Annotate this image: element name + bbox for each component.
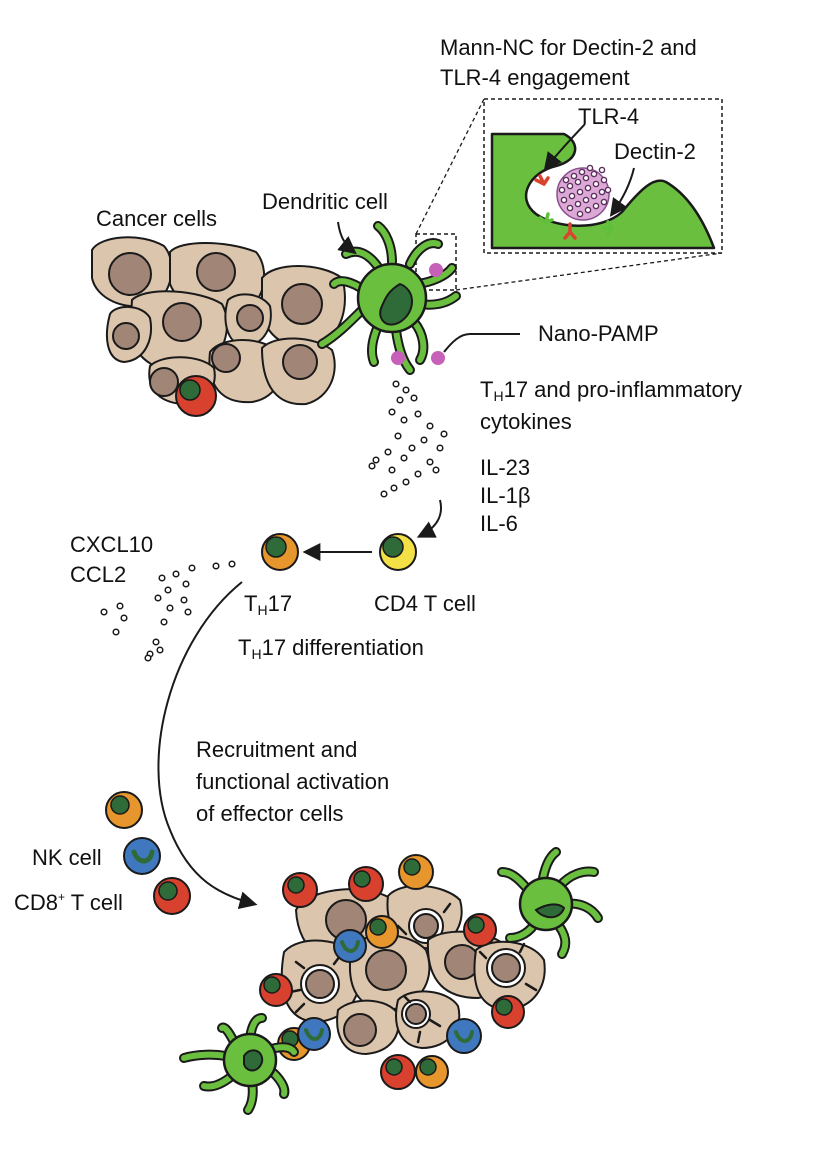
nano-pamp-leader-line: [443, 333, 520, 353]
cancer-cell-nucleus: [282, 344, 318, 380]
cd4-t-cell: [379, 533, 417, 571]
mann-nc-inset: [483, 98, 723, 254]
label-th17-cytokines-line2: cytokines: [480, 409, 572, 434]
inset-frame: [483, 98, 723, 254]
infiltrated-tumor-cluster: [280, 884, 546, 1056]
cancer-cell-nucleus: [211, 343, 241, 373]
cancer-cell-nucleus: [236, 304, 264, 332]
dectin2-pointer-arrow: [609, 167, 635, 217]
cancer-cell-nucleus: [149, 367, 179, 397]
dectin2-receptor-right: [602, 220, 614, 236]
label-nano-pamp: Nano-PAMP: [538, 321, 659, 346]
label-th17-differentiation: TH17 differentiation: [238, 635, 424, 662]
label-th17-cell: TH17: [244, 591, 293, 618]
label-tlr4: TLR-4: [578, 104, 640, 129]
legend-cd8-cell: [153, 877, 191, 915]
dectin2-receptor-left: [538, 212, 554, 224]
label-dectin2: Dectin-2: [614, 139, 696, 164]
label-cancer-cells: Cancer cells: [96, 206, 218, 231]
dendritic-cell-left: [179, 1013, 299, 1115]
legend-nk-cell: [123, 837, 161, 875]
cancer-cell-nucleus: [281, 283, 323, 325]
chemokine-dots: [100, 560, 236, 662]
label-ccl2: CCL2: [70, 562, 127, 587]
th17-cell-subscript: H: [257, 602, 268, 618]
cytokine-dots: [368, 380, 448, 498]
label-il6: IL-6: [480, 511, 518, 536]
nano-pamp-particle: [431, 351, 445, 365]
label-il1b: IL-1β: [480, 483, 531, 508]
label-mann-nc-line1: Mann-NC for Dectin-2 and: [440, 35, 697, 60]
cancer-cell-cluster: [91, 236, 346, 406]
cancer-cell-nucleus: [196, 252, 236, 292]
cd8-superscript: +: [58, 890, 66, 904]
tlr4-receptor-left: [534, 174, 550, 186]
th17-cell: [261, 533, 299, 571]
th17-diff-text: 17 differentiation: [261, 635, 424, 660]
label-nk-cell: NK cell: [32, 845, 102, 870]
cancer-cell-nucleus: [108, 252, 152, 296]
cd8-t-cell-near-tumor: [175, 375, 217, 417]
nano-pamp-particle: [429, 263, 443, 277]
cd8-text: CD8: [14, 890, 59, 915]
cancer-cell-nucleus: [112, 322, 140, 350]
zoom-connector-top: [415, 98, 485, 235]
tlr4-pointer-arrow: [543, 123, 586, 171]
label-recruitment-line2: functional activation: [196, 769, 390, 794]
tlr4-receptor-bottom: [563, 222, 577, 240]
th17-cell-text: 17: [267, 591, 293, 616]
dendritic-cell: [317, 221, 461, 375]
label-th17-cytokines-line1: TH17 and pro-inflammatory: [480, 377, 743, 404]
label-cd4-t-cell: CD4 T cell: [374, 591, 476, 616]
label-cd8-t-cell: CD8+ T cell: [14, 884, 123, 916]
th17-subscript: H: [493, 388, 504, 404]
label-recruitment-line3: of effector cells: [196, 801, 344, 826]
label-recruitment-line1: Recruitment and: [196, 737, 358, 762]
recruitment-arrow: [157, 581, 258, 910]
zoom-connector-bottom: [455, 252, 723, 291]
infiltrating-th17-cells: [277, 854, 449, 1089]
legend-th17-cell: [105, 791, 143, 829]
label-il23: IL-23: [480, 455, 531, 480]
th17-cytokines-text: 17 and pro-inflammatory: [503, 377, 743, 402]
label-mann-nc-line2: TLR-4 engagement: [440, 65, 630, 90]
cd8-suffix-text: T cell: [65, 890, 123, 915]
tumor-fragment-lines: [288, 902, 538, 1044]
mann-nc-beads: [558, 164, 612, 218]
cytokine-to-cd4-arrow: [416, 499, 442, 538]
cancer-cell-nucleus: [162, 302, 202, 342]
dendritic-cell-pointer-arrow: [337, 221, 357, 255]
th17-diff-subscript: H: [251, 646, 262, 662]
nano-pamp-particle: [391, 351, 405, 365]
label-cxcl10: CXCL10: [70, 532, 154, 557]
dendritic-cell-right: [497, 847, 603, 959]
infiltrating-nk-cells: [297, 929, 482, 1054]
label-dendritic-cell: Dendritic cell: [262, 189, 388, 214]
